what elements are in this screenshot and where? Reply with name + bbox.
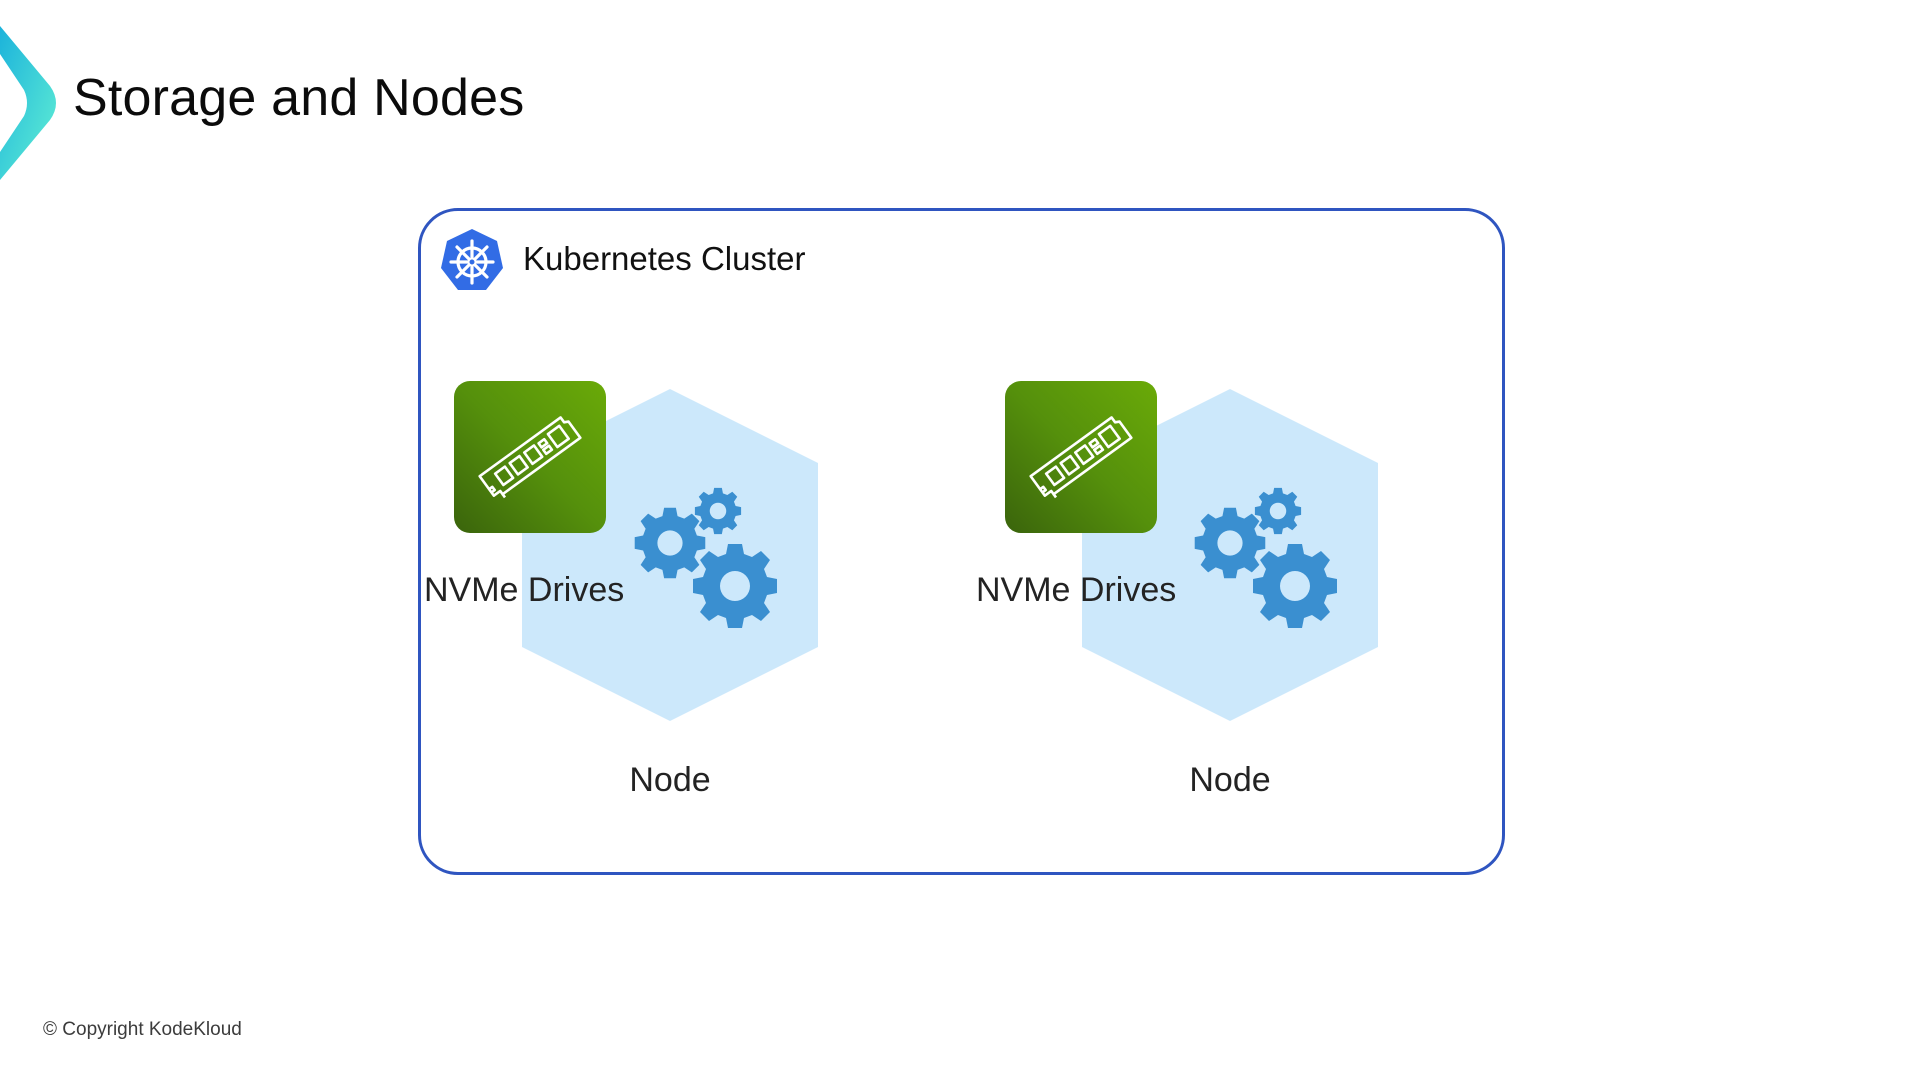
kubernetes-cluster-container <box>418 208 1505 875</box>
cluster-label: Kubernetes Cluster <box>523 240 806 277</box>
nvme-drive-tile <box>1005 381 1157 533</box>
gears-icon <box>1194 487 1337 628</box>
nvme-drive-tile <box>454 381 606 533</box>
storage-label: NVMe Drives <box>424 571 625 609</box>
node-label: Node <box>1189 761 1271 799</box>
memory-module-icon <box>478 413 584 504</box>
slide-title: Storage and Nodes <box>73 69 525 127</box>
storage-label: NVMe Drives <box>976 571 1177 609</box>
kubernetes-icon <box>441 229 503 290</box>
copyright-footer: © Copyright KodeKloud <box>43 1019 242 1040</box>
node-label: Node <box>629 761 711 799</box>
memory-module-icon <box>1029 413 1135 504</box>
brand-chevron-icon <box>0 26 56 180</box>
gears-icon <box>634 487 777 628</box>
